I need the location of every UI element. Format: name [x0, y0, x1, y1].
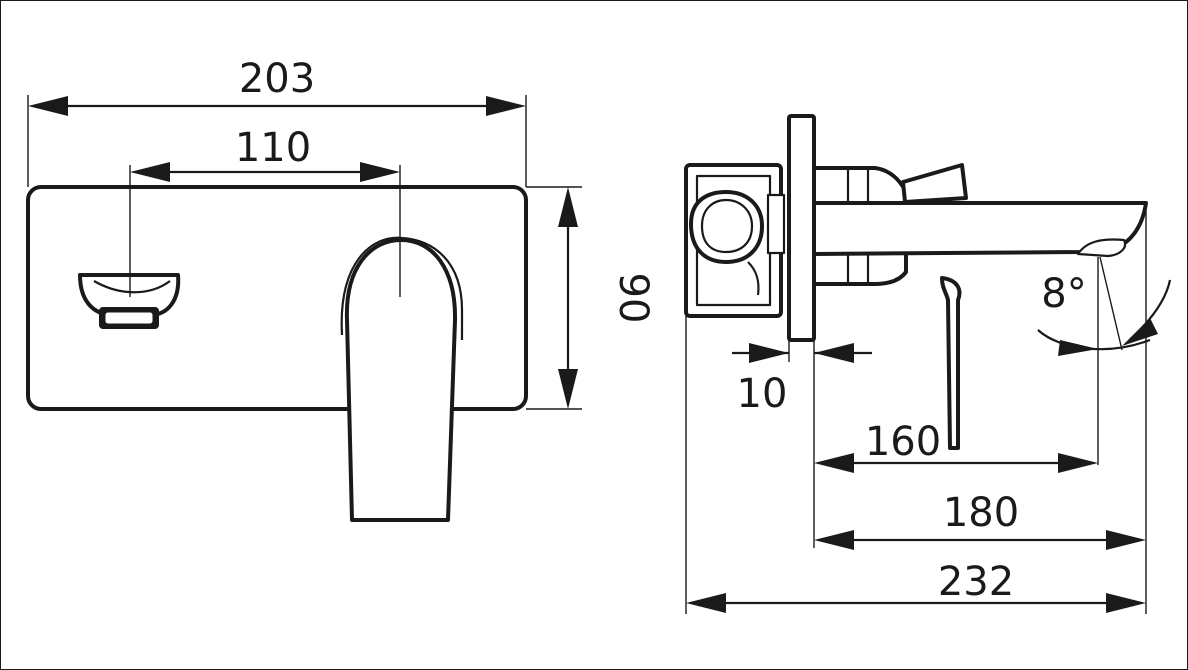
dim-8-degree-label: 8° [1041, 271, 1086, 317]
dim-8-degree: 8° [1037, 256, 1172, 465]
side-view: 8° 10 160 180 [684, 114, 1172, 614]
dim-10-label: 10 [737, 371, 788, 417]
dim-90: 90 [526, 186, 656, 410]
side-spout [812, 201, 1148, 258]
dim-110: 110 [130, 125, 400, 182]
dim-203-label: 203 [239, 56, 315, 102]
side-wall-plate [787, 114, 816, 342]
dim-232-label: 232 [938, 559, 1014, 605]
dim-232: 232 [686, 559, 1146, 613]
dim-10: 10 [732, 343, 872, 417]
front-view: 203 110 90 [26, 56, 656, 522]
front-spout-outlet [78, 273, 181, 329]
dim-90-label: 90 [610, 273, 656, 324]
side-concealed-body [684, 163, 786, 318]
dim-110-label: 110 [235, 125, 311, 171]
front-lever-handle [340, 236, 464, 522]
dim-160: 160 [814, 419, 1098, 473]
dim-160-label: 160 [865, 419, 941, 465]
dim-203: 203 [27, 56, 527, 187]
side-lever [901, 163, 968, 450]
dim-180: 180 [814, 490, 1146, 550]
dim-180-label: 180 [943, 490, 1019, 536]
